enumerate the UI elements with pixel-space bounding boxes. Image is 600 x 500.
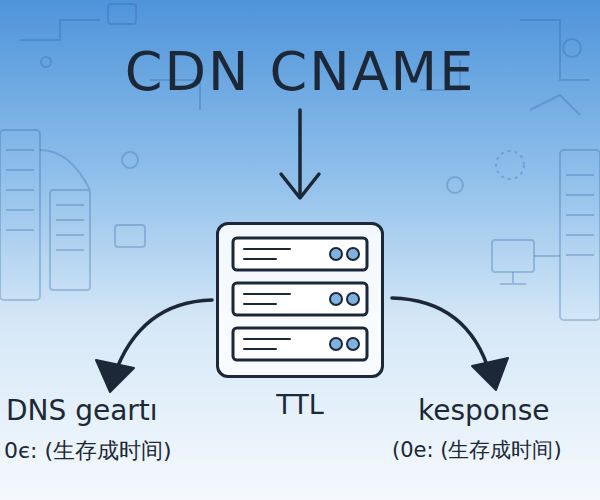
annotation-label: 0є: (生存成时间) [4, 436, 172, 466]
icon-decoration [115, 225, 145, 247]
annotation-label: DNS geartı [6, 394, 158, 427]
server-led [347, 338, 359, 350]
dot-decoration [41, 57, 51, 67]
curved-arrow [114, 300, 212, 376]
arrow-head [96, 360, 134, 392]
server-lines [244, 249, 290, 259]
gear-decoration [447, 177, 463, 193]
panel-lines [6, 150, 34, 230]
monitor-decoration [492, 240, 534, 272]
server-led [330, 293, 342, 305]
server-box: TTL [216, 222, 384, 378]
arrow-head [472, 358, 508, 390]
annotation-label: kesponse [418, 394, 550, 427]
icon-decoration [108, 4, 136, 24]
panel-decoration [0, 130, 40, 300]
panel-lines [566, 175, 594, 255]
node-label: TTL [199, 389, 401, 420]
wire-decoration [534, 255, 560, 257]
server-unit [233, 283, 367, 315]
arrow-head [281, 174, 319, 198]
monitor-decoration [500, 272, 526, 284]
dot-decoration [496, 151, 524, 179]
panel-decoration [50, 190, 90, 290]
curved-arrow [392, 298, 490, 374]
wire-decoration [20, 20, 100, 40]
server-led [347, 293, 359, 305]
wire-decoration [520, 20, 590, 80]
diagram-title: CDN CNAME [0, 40, 600, 103]
gear-decoration [122, 152, 138, 168]
panel-decoration [560, 150, 600, 320]
wire-decoration [40, 150, 90, 190]
down-arrow [298, 110, 302, 196]
dot-decoration [563, 39, 581, 57]
server-led [330, 248, 342, 260]
server-unit [233, 328, 367, 360]
server-led [330, 338, 342, 350]
server-lines [244, 339, 290, 349]
server-led [347, 248, 359, 260]
server-unit [233, 238, 367, 270]
server-lines [244, 294, 290, 304]
annotation-label: (0e: (生存成时间) [392, 436, 562, 464]
wire-decoration [530, 95, 580, 115]
panel-lines [56, 205, 84, 250]
